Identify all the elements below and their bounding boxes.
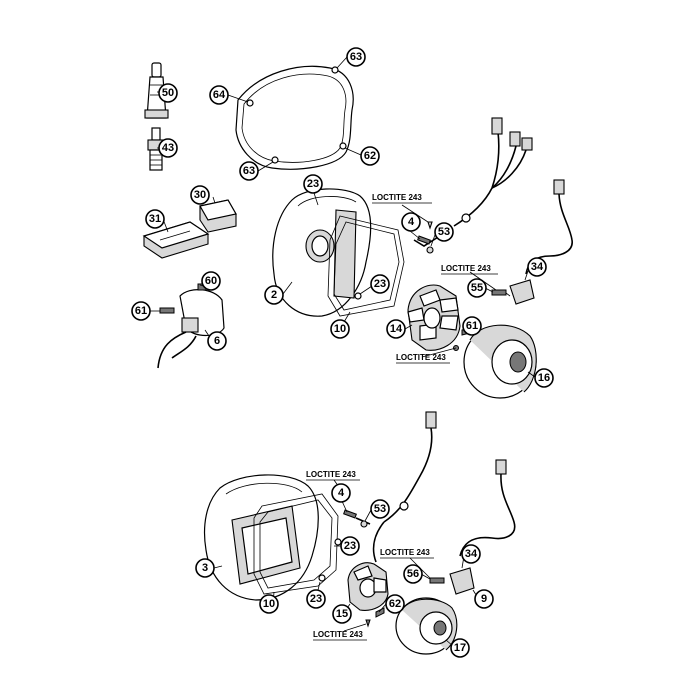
svg-text:10: 10: [334, 323, 346, 335]
svg-text:30: 30: [194, 189, 206, 201]
callout-23: 23: [370, 274, 390, 294]
svg-text:2: 2: [271, 289, 277, 301]
svg-text:63: 63: [350, 51, 362, 63]
pickup-harness-top: [491, 179, 573, 305]
callout-10: 10: [259, 594, 279, 614]
svg-text:61: 61: [135, 305, 147, 317]
gasket-top: [235, 65, 354, 170]
callout-17: 17: [450, 638, 470, 658]
cdi-unit-small: [199, 199, 237, 233]
callout-53: 53: [434, 222, 454, 242]
callout-3: 3: [195, 558, 215, 578]
svg-text:23: 23: [307, 178, 319, 190]
svg-text:23: 23: [344, 540, 356, 552]
callout-61: 61: [131, 301, 151, 321]
callout-14: 14: [386, 319, 406, 339]
svg-text:43: 43: [162, 142, 174, 154]
callout-23: 23: [340, 536, 360, 556]
callout-15: 15: [332, 604, 352, 624]
flywheel-16: [463, 324, 537, 399]
callout-30: 30: [190, 185, 210, 205]
svg-text:56: 56: [407, 568, 419, 580]
callout-6: 6: [207, 331, 227, 351]
callout-50: 50: [158, 83, 178, 103]
callout-53: 53: [370, 499, 390, 519]
callout-62: 62: [385, 594, 405, 614]
svg-text:61: 61: [466, 320, 478, 332]
ignition-cover-3: [203, 474, 319, 601]
bolt-4-bottom: [343, 509, 357, 519]
callout-4: 4: [401, 212, 421, 232]
loctite-notes: LOCTITE 243 LOCTITE 243 LOCTITE 243 LOCT…: [306, 193, 498, 641]
ignition-coil: [157, 283, 225, 369]
svg-text:14: 14: [390, 323, 403, 335]
pickup-harness-bottom: [429, 459, 516, 595]
callout-63: 63: [239, 161, 259, 181]
loctite-note: LOCTITE 243: [441, 264, 491, 273]
wiring-harness-top: [413, 117, 533, 247]
callout-43: 43: [158, 138, 178, 158]
svg-text:9: 9: [481, 593, 487, 605]
gasket-10-top: [327, 215, 405, 317]
callout-60: 60: [201, 271, 221, 291]
stator-14: [407, 284, 471, 351]
loctite-note: LOCTITE 243: [396, 353, 446, 362]
callout-61: 61: [462, 316, 482, 336]
callout-56: 56: [403, 564, 423, 584]
callout-4: 4: [331, 483, 351, 503]
svg-text:23: 23: [310, 593, 322, 605]
ignition-cover-2: [272, 188, 372, 317]
callout-16: 16: [534, 368, 554, 388]
svg-text:16: 16: [538, 372, 550, 384]
svg-text:64: 64: [213, 89, 226, 101]
svg-text:23: 23: [374, 278, 386, 290]
callout-31: 31: [145, 209, 165, 229]
svg-text:31: 31: [149, 213, 161, 225]
wiring-harness-bottom: [355, 411, 437, 563]
svg-text:10: 10: [263, 598, 275, 610]
gasket-10-bottom: [253, 493, 342, 595]
svg-text:50: 50: [162, 87, 174, 99]
svg-text:15: 15: [336, 608, 348, 620]
spark-plug: [147, 127, 165, 171]
svg-text:6: 6: [214, 335, 220, 347]
svg-text:34: 34: [531, 261, 544, 273]
washer-53-top: [426, 221, 434, 254]
callout-63: 63: [346, 47, 366, 67]
callout-34: 34: [461, 544, 481, 564]
svg-text:53: 53: [438, 226, 450, 238]
flywheel-17: [395, 597, 458, 655]
svg-text:4: 4: [408, 216, 415, 228]
callout-2: 2: [264, 285, 284, 305]
svg-text:17: 17: [454, 642, 466, 654]
callout-23: 23: [303, 174, 323, 194]
callout-62: 62: [360, 146, 380, 166]
svg-text:62: 62: [364, 150, 376, 162]
svg-text:60: 60: [205, 275, 217, 287]
callout-23: 23: [306, 589, 326, 609]
loctite-note: LOCTITE 243: [313, 630, 363, 639]
callout-64: 64: [209, 85, 229, 105]
cdi-unit-large: [142, 221, 210, 259]
callout-55: 55: [467, 278, 487, 298]
callout-9: 9: [474, 589, 494, 609]
callout-34: 34: [527, 257, 547, 277]
svg-text:4: 4: [338, 487, 345, 499]
stator-15: [347, 562, 389, 628]
loctite-note: LOCTITE 243: [380, 548, 430, 557]
svg-text:34: 34: [465, 548, 478, 560]
loctite-note: LOCTITE 243: [306, 470, 356, 479]
svg-text:63: 63: [243, 165, 255, 177]
callout-10: 10: [330, 319, 350, 339]
loctite-note: LOCTITE 243: [372, 193, 422, 202]
svg-text:55: 55: [471, 282, 483, 294]
svg-text:53: 53: [374, 503, 386, 515]
svg-text:3: 3: [202, 562, 208, 574]
svg-text:62: 62: [389, 598, 401, 610]
